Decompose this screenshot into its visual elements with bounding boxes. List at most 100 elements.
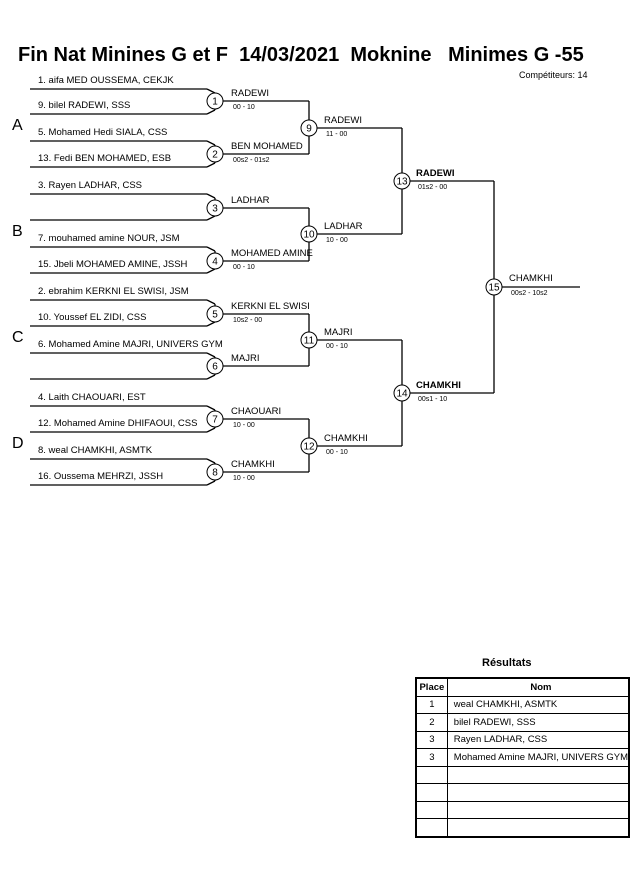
results-place <box>415 800 448 819</box>
match-circle: 3 <box>206 199 224 217</box>
match-winner: CHAMKHI <box>509 273 553 284</box>
match-score: 00 - 10 <box>233 264 255 271</box>
match-score: 10 - 00 <box>233 475 255 482</box>
results-name <box>446 800 630 819</box>
match-score: 10 - 00 <box>326 237 348 244</box>
match-score: 00 - 10 <box>326 343 348 350</box>
entrant-name: 2. ebrahim KERKNI EL SWISI, JSM <box>38 286 189 297</box>
results-header-row: Place Nom <box>415 677 630 697</box>
match-number: 4 <box>212 257 218 268</box>
results-place <box>415 783 448 802</box>
entrant-name: 4. Laith CHAOUARI, EST <box>38 392 146 403</box>
match-winner: MOHAMED AMINE <box>231 248 313 259</box>
match-score: 10 - 00 <box>233 422 255 429</box>
bracket-curve <box>206 215 216 221</box>
match-score: 00 - 10 <box>326 449 348 456</box>
match-number: 14 <box>396 389 408 400</box>
results-place: 3 <box>415 748 448 767</box>
match-number: 9 <box>306 124 312 135</box>
entrant-name: 12. Mohamed Amine DHIFAOUI, CSS <box>38 418 198 429</box>
results-name: weal CHAMKHI, ASMTK <box>446 695 630 714</box>
page-title: Fin Nat Minines G et F 14/03/2021 Moknin… <box>18 44 584 66</box>
match-circle: 15 <box>485 278 503 296</box>
results-row <box>415 818 630 837</box>
results-header-place: Place <box>415 677 448 697</box>
match-winner: CHAOUARI <box>231 406 282 417</box>
match-score: 00s1 - 10 <box>418 396 448 403</box>
results-name: Mohamed Amine MAJRI, UNIVERS GYM <box>446 748 630 767</box>
results-row <box>415 783 630 802</box>
match-number: 15 <box>488 283 500 294</box>
results-name: Rayen LADHAR, CSS <box>446 730 630 749</box>
match-winner: MAJRI <box>231 353 260 364</box>
match-circle: 7 <box>206 410 224 428</box>
bracket-curve <box>206 140 216 146</box>
match-number: 6 <box>212 362 218 373</box>
match-circle: 1 <box>206 92 224 110</box>
match-number: 11 <box>304 336 315 347</box>
match-number: 7 <box>212 415 218 426</box>
results-row <box>415 800 630 819</box>
results-name <box>446 818 630 837</box>
results-name <box>446 765 630 784</box>
pool-label: D <box>12 435 24 452</box>
results-place <box>415 818 448 837</box>
pool-label: C <box>12 329 24 346</box>
results-name <box>446 783 630 802</box>
entrant-name: 1. aifa MED OUSSEMA, CEKJK <box>38 75 174 86</box>
match-number: 2 <box>212 150 218 161</box>
match-number: 5 <box>212 310 218 321</box>
bracket-curve <box>206 480 216 486</box>
match-number: 12 <box>303 442 315 453</box>
match-circle: 5 <box>206 305 224 323</box>
bracket-curve <box>206 299 216 305</box>
match-circle: 6 <box>206 357 224 375</box>
match-winner: CHAMKHI <box>231 459 275 470</box>
bracket-curve <box>206 193 216 199</box>
match-circle: 8 <box>206 463 224 481</box>
results-place: 2 <box>415 713 448 732</box>
match-score: 00s2 - 01s2 <box>233 157 270 164</box>
bracket-curve <box>206 268 216 274</box>
match-winner: CHAMKHI <box>416 380 461 391</box>
match-score: 00 - 10 <box>233 104 255 111</box>
results-header-name: Nom <box>446 677 630 697</box>
results-row <box>415 765 630 784</box>
results-title: Résultats <box>482 657 532 669</box>
pool-label: B <box>12 223 23 240</box>
bracket-curve <box>206 162 216 168</box>
bracket-curve <box>206 405 216 411</box>
match-score: 11 - 00 <box>326 131 348 138</box>
match-circle: 9 <box>300 119 318 137</box>
results-place: 1 <box>415 695 448 714</box>
match-circle: 13 <box>393 172 411 190</box>
entrant-name: 9. bilel RADEWI, SSS <box>38 100 131 111</box>
results-place: 3 <box>415 730 448 749</box>
match-winner: KERKNI EL SWISI <box>231 301 310 312</box>
entrant-name: 6. Mohamed Amine MAJRI, UNIVERS GYM <box>38 339 223 350</box>
entrant-name: 8. weal CHAMKHI, ASMTK <box>38 445 153 456</box>
match-circle: 14 <box>393 384 411 402</box>
entrant-name: 16. Oussema MEHRZI, JSSH <box>38 471 164 482</box>
entrant-name: 5. Mohamed Hedi SIALA, CSS <box>38 127 168 138</box>
bracket-curve <box>206 427 216 433</box>
bracket-curve <box>206 458 216 464</box>
results-place <box>415 765 448 784</box>
match-winner: RADEWI <box>324 115 362 126</box>
match-score: 01s2 - 00 <box>418 184 448 191</box>
match-circle: 11 <box>300 331 318 349</box>
entrant-name: 15. Jbeli MOHAMED AMINE, JSSH <box>38 259 188 270</box>
match-winner: MAJRI <box>324 327 353 338</box>
match-score: 10s2 - 00 <box>233 317 263 324</box>
results-name: bilel RADEWI, SSS <box>446 713 630 732</box>
match-winner: BEN MOHAMED <box>231 141 303 152</box>
bracket-curve <box>206 88 216 94</box>
bracket-curve <box>206 374 216 380</box>
match-circle: 2 <box>206 145 224 163</box>
